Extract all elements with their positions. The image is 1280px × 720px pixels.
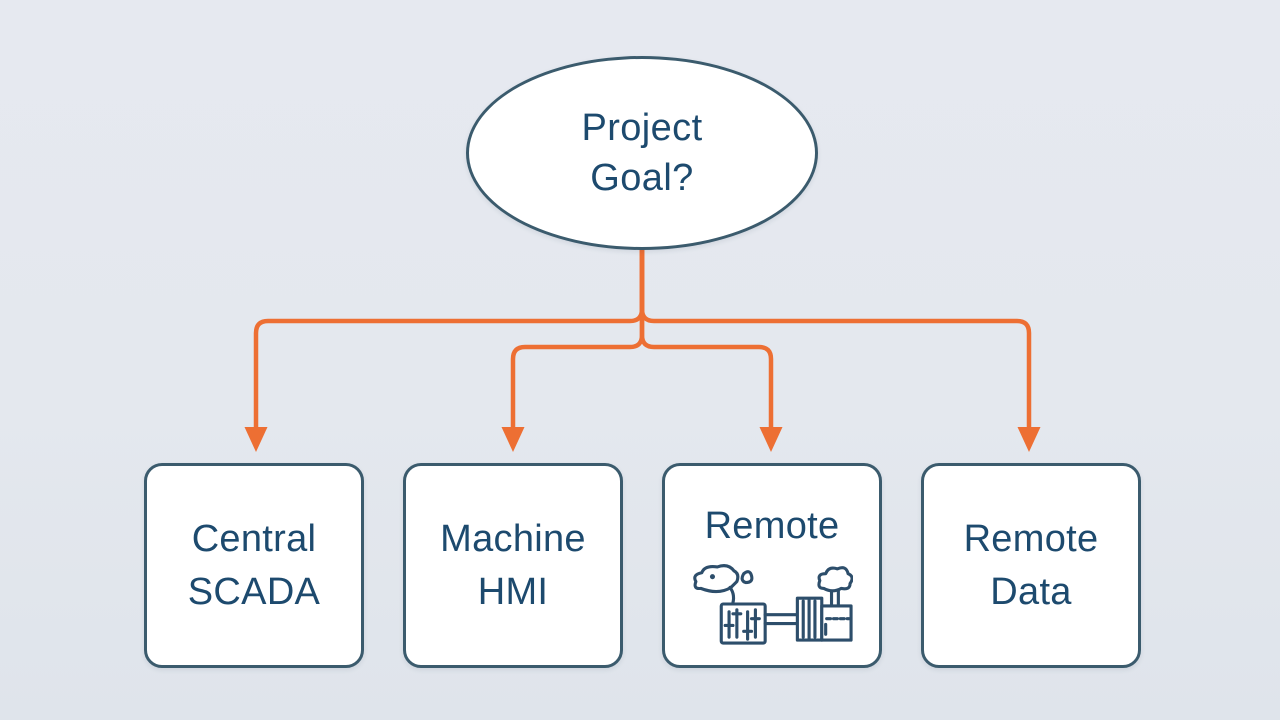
connector-arrowheads: [244, 427, 1041, 452]
node-remote-data: Remote Data: [921, 463, 1141, 668]
sketch-control-panel-factory-icon: [693, 564, 853, 646]
doodle-whale-blob: [693, 564, 754, 608]
doodle-control-panel: [719, 602, 767, 646]
root-node-project-goal: Project Goal?: [466, 56, 818, 250]
node-machine-hmi: Machine HMI: [403, 463, 623, 668]
doodle-junction-box: [795, 597, 824, 643]
node-label-machine-hmi: Machine HMI: [440, 518, 586, 613]
doodle-factory: [817, 566, 853, 643]
connector-to-central-scada: [253, 246, 645, 435]
connector-to-remote: [639, 246, 774, 435]
connector-to-remote-data: [639, 246, 1032, 435]
arrowhead-remote-data: [1017, 427, 1041, 452]
doodle-smoke-cloud: [817, 566, 853, 593]
doodle-whale-eye: [709, 574, 716, 580]
arrowhead-machine-hmi: [501, 427, 525, 452]
node-central-scada: Central SCADA: [144, 463, 364, 668]
root-node-label: Project Goal?: [581, 106, 703, 199]
node-label-remote-data: Remote Data: [963, 518, 1099, 613]
connector-lines: [253, 246, 1032, 435]
arrowhead-central-scada: [244, 427, 268, 452]
arrowhead-remote: [759, 427, 783, 452]
node-remote: Remote: [662, 463, 882, 668]
node-label-central-scada: Central SCADA: [187, 518, 321, 613]
node-label-remote: Remote: [704, 505, 840, 547]
connector-to-machine-hmi: [510, 246, 645, 435]
doodle-cables: [763, 613, 799, 626]
